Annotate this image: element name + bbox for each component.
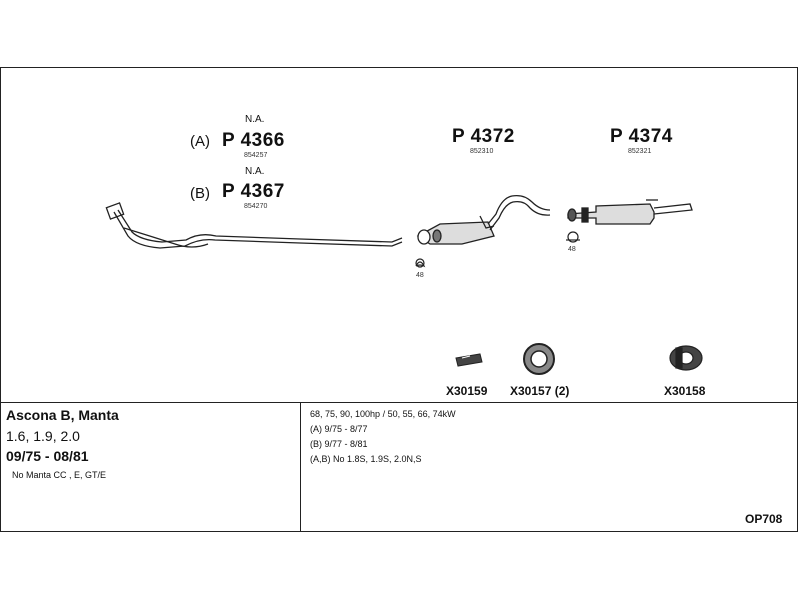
divider-horizontal: [0, 402, 798, 403]
part-b-availability: N.A.: [245, 166, 265, 177]
accessory-label-x30157: X30157 (2): [510, 384, 570, 398]
part-b-variant: (B): [190, 185, 210, 202]
vehicle-years: 09/75 - 08/81: [6, 448, 89, 464]
part-a-availability: N.A.: [245, 114, 265, 125]
vehicle-model: Ascona B, Manta: [6, 407, 119, 423]
part-b-number: P 4367: [222, 181, 285, 202]
rear-silencer: [567, 199, 693, 225]
spec-variant-b: (B) 9/77 - 8/81: [310, 439, 368, 449]
spec-exclusions: (A,B) No 1.8S, 1.9S, 2.0N,S: [310, 454, 422, 464]
spec-power: 68, 75, 90, 100hp / 50, 55, 66, 74kW: [310, 409, 456, 419]
accessory-ring-x30157: [523, 343, 555, 375]
divider-vertical: [300, 402, 301, 532]
diagram-code: OP708: [745, 512, 783, 526]
clamp-mid: [415, 258, 426, 268]
accessory-label-x30158: X30158: [664, 384, 706, 398]
part-mid-number: P 4372: [452, 126, 515, 147]
front-pipe: [105, 202, 403, 249]
clamp-rear-label: 48: [568, 246, 576, 253]
part-a-ref: 854257: [244, 152, 268, 159]
part-b-ref: 854270: [244, 203, 268, 210]
part-mid-ref: 852310: [470, 148, 494, 155]
part-rear-number: P 4374: [610, 126, 673, 147]
clamp-mid-label: 48: [416, 272, 424, 279]
accessory-gasket-x30159: [455, 353, 483, 367]
accessory-mount-x30158: [669, 345, 703, 371]
part-a-variant: (A): [190, 133, 210, 150]
accessory-label-x30159: X30159: [446, 384, 488, 398]
middle-silencer: [416, 194, 551, 245]
part-rear-ref: 852321: [628, 148, 652, 155]
vehicle-note: No Manta CC , E, GT/E: [12, 470, 107, 480]
spec-variant-a: (A) 9/75 - 8/77: [310, 424, 368, 434]
diagram-frame: [0, 67, 798, 532]
clamp-rear: [566, 231, 580, 243]
vehicle-engines: 1.6, 1.9, 2.0: [6, 428, 80, 444]
part-a-number: P 4366: [222, 130, 285, 151]
